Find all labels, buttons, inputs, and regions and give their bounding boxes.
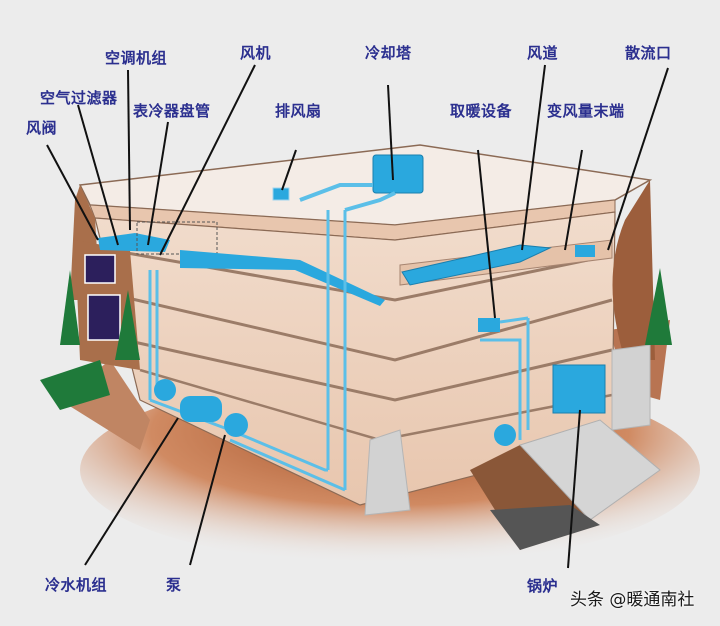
leader-lines xyxy=(46,64,669,569)
label-diffuser: 散流口 xyxy=(625,44,672,62)
boiler-pump xyxy=(494,424,516,446)
label-cooling-coil: 表冷器盘管 xyxy=(133,102,211,120)
label-cooling-tower: 冷却塔 xyxy=(365,44,412,62)
supply-duct-left xyxy=(180,250,385,306)
label-duct: 风道 xyxy=(527,44,559,62)
tree xyxy=(60,270,80,345)
tree xyxy=(115,290,140,360)
label-fan: 风机 xyxy=(240,44,272,62)
building-wall xyxy=(70,180,661,550)
cooling-tower-unit xyxy=(372,154,424,194)
tree xyxy=(645,268,672,345)
front-facade xyxy=(40,240,672,410)
label-damper: 风阀 xyxy=(26,119,58,137)
label-exhaust-fan: 排风扇 xyxy=(275,102,322,120)
label-boiler: 锅炉 xyxy=(527,577,559,595)
hvac-equipment xyxy=(98,154,606,492)
label-air-handling-unit: 空调机组 xyxy=(105,49,168,67)
chiller-motor xyxy=(154,379,176,401)
exhaust-fan-unit xyxy=(272,187,290,201)
boiler-unit xyxy=(552,364,606,414)
label-heating-equipment: 取暖设备 xyxy=(450,102,513,120)
heating-unit xyxy=(478,318,500,332)
label-pump: 泵 xyxy=(166,576,182,594)
window xyxy=(84,254,116,284)
label-vav-terminal: 变风量末端 xyxy=(547,102,625,120)
vav-box xyxy=(575,245,595,257)
label-chiller: 冷水机组 xyxy=(45,576,108,594)
label-air-filter: 空气过滤器 xyxy=(40,89,118,107)
chiller-unit xyxy=(180,396,222,422)
watermark: 头条 @暖通南社 xyxy=(570,590,695,610)
pump-unit xyxy=(224,413,248,437)
window xyxy=(87,294,121,341)
